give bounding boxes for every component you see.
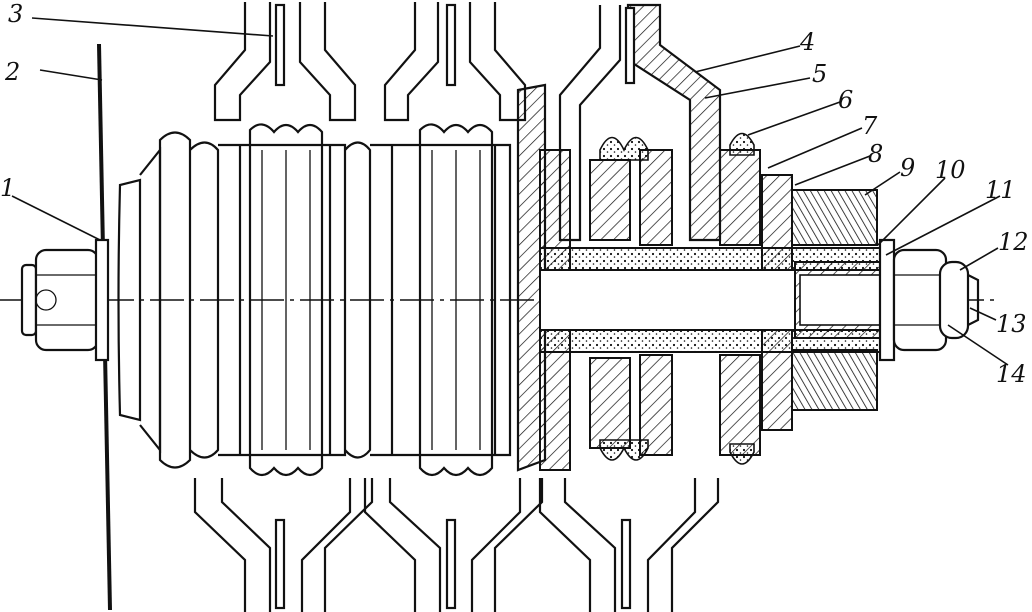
left-nut-assembly [20, 238, 110, 362]
callout-13: 13 [996, 310, 1027, 338]
shaft-tube [539, 247, 891, 353]
callout-5: 5 [812, 60, 827, 88]
callout-4: 4 [799, 28, 815, 56]
part-number-callouts: 1 2 3 4 5 6 7 8 9 10 11 12 13 14 [0, 0, 1029, 388]
callout-14: 14 [996, 360, 1027, 388]
callout-11: 11 [985, 176, 1016, 204]
callout-1: 1 [0, 174, 15, 202]
leader-lines [11, 17, 1009, 366]
terminal-lugs-bottom [193, 478, 720, 612]
callout-8: 8 [868, 140, 883, 168]
callout-12: 12 [998, 228, 1029, 256]
right-nut-assembly [878, 238, 980, 362]
bellows-body [158, 123, 512, 477]
callout-2: 2 [4, 58, 20, 86]
callout-3: 3 [8, 0, 23, 28]
callout-6: 6 [838, 86, 853, 114]
callout-10: 10 [935, 156, 966, 184]
callout-7: 7 [862, 112, 878, 140]
callout-9: 9 [900, 154, 915, 182]
